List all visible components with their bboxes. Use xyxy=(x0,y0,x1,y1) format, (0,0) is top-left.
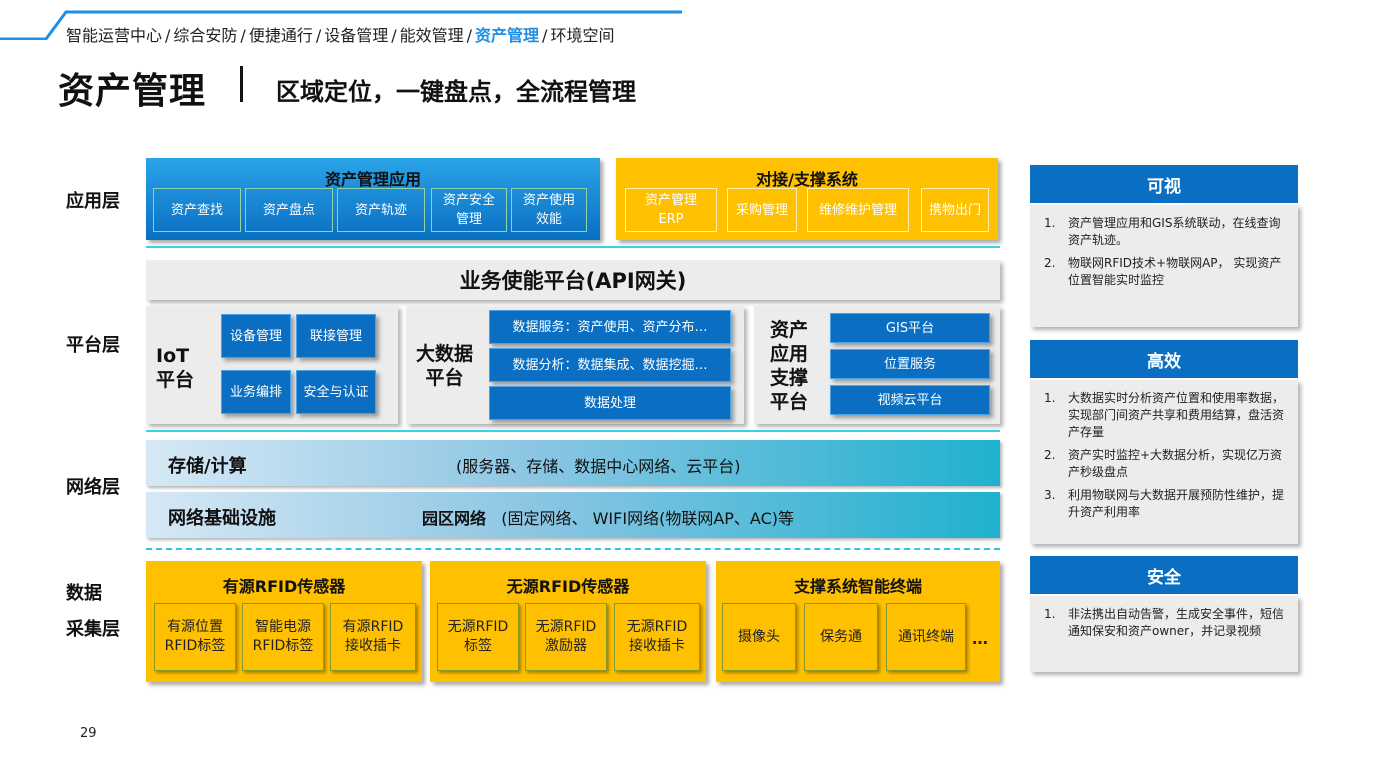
layer-label-data-line1: 数据 xyxy=(66,583,102,604)
bigdata-data-analysis[interactable]: 数据分析：数据集成、数据挖掘… xyxy=(489,348,731,382)
feature-visible-point: 2.物联网RFID技术+物联网AP， 实现资产位置智能实时监控 xyxy=(1044,256,1282,287)
terminals-more: … xyxy=(972,629,988,648)
iot-connection-mgmt[interactable]: 联接管理 xyxy=(296,314,376,358)
page-subtitle: 区域定位，一键盘点，全流程管理 xyxy=(276,78,636,106)
feature-efficient-header: 高效 xyxy=(1030,340,1298,378)
active-rfid-panel: 有源RFID传感器 有源位置 RFID标签 智能电源 RFID标签 有源RFID… xyxy=(146,561,422,682)
app-item-security[interactable]: 资产安全 管理 xyxy=(431,188,507,232)
breadcrumb-item[interactable]: 环境空间 xyxy=(550,26,615,45)
breadcrumb-item-active[interactable]: 资产管理 xyxy=(475,26,540,45)
asset-support-gis[interactable]: GIS平台 xyxy=(830,313,990,343)
app-item-efficiency[interactable]: 资产使用 效能 xyxy=(511,188,587,232)
feature-efficient-point: 2.资产实时监控+大数据分析，实现亿万资产秒级盘点 xyxy=(1044,448,1283,479)
bigdata-data-processing[interactable]: 数据处理 xyxy=(489,386,731,420)
storage-compute-title: 存储/计算 xyxy=(168,456,247,477)
bigdata-platform-panel: 大数据 平台 数据服务：资产使用、资产分布… 数据分析：数据集成、数据挖掘… 数… xyxy=(406,306,744,424)
page-number: 29 xyxy=(80,726,97,741)
iot-platform-title: IoT 平台 xyxy=(156,345,195,391)
asset-support-platform-title: 资产 应用 支撑 平台 xyxy=(770,319,809,413)
breadcrumb-separator: / xyxy=(391,26,397,45)
asset-app-panel: 资产管理应用 资产查找 资产盘点 资产轨迹 资产安全 管理 资产使用 效能 xyxy=(146,158,600,240)
title-divider xyxy=(240,66,243,102)
app-item-inventory[interactable]: 资产盘点 xyxy=(245,188,333,232)
passive-rfid-receiver-card[interactable]: 无源RFID 接收插卡 xyxy=(614,603,700,671)
asset-support-platform-panel: 资产 应用 支撑 平台 GIS平台 位置服务 视频云平台 xyxy=(754,306,1000,424)
api-gateway-label: 业务使能平台(API网关) xyxy=(459,269,687,293)
storage-compute-bar: 存储/计算 (服务器、存储、数据中心网络、云平台) xyxy=(146,440,1000,486)
feature-secure-body: 1.非法携出自动告警，生成安全事件，短信通知保安和资产owner，并记录视频 xyxy=(1030,596,1298,672)
breadcrumb: 智能运营中心/综合安防/便捷通行/设备管理/能效管理/资产管理/环境空间 xyxy=(66,22,614,46)
active-rfid-power-tag[interactable]: 智能电源 RFID标签 xyxy=(242,603,324,671)
asset-support-location[interactable]: 位置服务 xyxy=(830,349,990,379)
terminal-comm-device[interactable]: 通讯终端 xyxy=(886,603,966,671)
active-rfid-receiver-card[interactable]: 有源RFID 接收插卡 xyxy=(330,603,416,671)
breadcrumb-separator: / xyxy=(542,26,548,45)
breadcrumb-separator: / xyxy=(165,26,171,45)
feature-efficient-point: 1.大数据实时分析资产位置和使用率数据， 实现部门间资产共享和费用结算，盘活资产… xyxy=(1044,391,1285,439)
feature-visible-point: 1.资产管理应用和GIS系统联动，在线查询资产轨迹。 xyxy=(1044,216,1281,247)
asset-app-title: 资产管理应用 xyxy=(324,170,421,189)
support-item-erp[interactable]: 资产管理 ERP xyxy=(625,188,717,232)
support-item-carry-out[interactable]: 携物出门 xyxy=(921,188,989,232)
support-system-panel: 对接/支撑系统 资产管理 ERP 采购管理 维修维护管理 携物出门 xyxy=(616,158,998,240)
breadcrumb-separator: / xyxy=(466,26,473,45)
bigdata-data-service[interactable]: 数据服务：资产使用、资产分布… xyxy=(489,310,731,344)
campus-network-label: 园区网络 xyxy=(422,509,487,528)
bigdata-platform-title: 大数据 平台 xyxy=(416,343,474,389)
platform-layer-separator xyxy=(146,430,1000,432)
terminals-title: 支撑系统智能终端 xyxy=(793,577,922,596)
header-decoration-line xyxy=(0,10,682,40)
breadcrumb-item[interactable]: 便捷通行 xyxy=(248,26,313,45)
passive-rfid-panel: 无源RFID传感器 无源RFID 标签 无源RFID 激励器 无源RFID 接收… xyxy=(430,561,706,682)
iot-platform-panel: IoT 平台 设备管理 联接管理 业务编排 安全与认证 xyxy=(146,306,398,424)
terminal-security-device[interactable]: 保务通 xyxy=(804,603,878,671)
storage-compute-desc: (服务器、存储、数据中心网络、云平台) xyxy=(456,457,741,476)
feature-secure-header: 安全 xyxy=(1030,556,1298,594)
feature-visible-body: 1.资产管理应用和GIS系统联动，在线查询资产轨迹。 2.物联网RFID技术+物… xyxy=(1030,205,1298,327)
breadcrumb-item[interactable]: 设备管理 xyxy=(324,26,389,45)
support-system-title: 对接/支撑系统 xyxy=(756,170,858,189)
campus-network-detail: (固定网络、 WIFI网络(物联网AP、AC)等 xyxy=(501,509,794,528)
iot-device-mgmt[interactable]: 设备管理 xyxy=(221,314,291,358)
passive-rfid-tag[interactable]: 无源RFID 标签 xyxy=(437,603,519,671)
app-item-track[interactable]: 资产轨迹 xyxy=(337,188,425,232)
feature-efficient-point: 3.利用物联网与大数据开展预防性维护，提升资产利用率 xyxy=(1044,488,1285,519)
iot-orchestration[interactable]: 业务编排 xyxy=(221,370,291,414)
passive-rfid-exciter[interactable]: 无源RFID 激励器 xyxy=(525,603,607,671)
layer-label-data-line2: 采集层 xyxy=(66,619,120,640)
app-layer-separator xyxy=(146,246,1000,248)
passive-rfid-title: 无源RFID传感器 xyxy=(506,577,630,596)
layer-label-network: 网络层 xyxy=(66,477,120,498)
network-infra-bar: 网络基础设施 园区网络 (固定网络、 WIFI网络(物联网AP、AC)等 xyxy=(146,492,1000,538)
layer-label-platform: 平台层 xyxy=(66,335,120,356)
api-gateway-bar: 业务使能平台(API网关) xyxy=(146,260,1000,300)
terminal-camera[interactable]: 摄像头 xyxy=(722,603,796,671)
breadcrumb-item[interactable]: 综合安防 xyxy=(173,26,238,45)
layer-label-application: 应用层 xyxy=(66,191,120,212)
asset-support-video-cloud[interactable]: 视频云平台 xyxy=(830,385,990,415)
feature-secure-point: 1.非法携出自动告警，生成安全事件，短信通知保安和资产owner，并记录视频 xyxy=(1044,607,1285,638)
breadcrumb-item[interactable]: 能效管理 xyxy=(399,26,464,45)
support-item-procurement[interactable]: 采购管理 xyxy=(727,188,797,232)
active-rfid-position-tag[interactable]: 有源位置 RFID标签 xyxy=(154,603,236,671)
feature-visible-header: 可视 xyxy=(1030,165,1298,203)
active-rfid-title: 有源RFID传感器 xyxy=(222,577,346,596)
feature-efficient-body: 1.大数据实时分析资产位置和使用率数据， 实现部门间资产共享和费用结算，盘活资产… xyxy=(1030,380,1298,544)
breadcrumb-separator: / xyxy=(240,26,246,45)
network-layer-separator xyxy=(146,548,1000,550)
breadcrumb-separator: / xyxy=(315,26,322,45)
app-item-find[interactable]: 资产查找 xyxy=(153,188,241,232)
support-item-maintenance[interactable]: 维修维护管理 xyxy=(807,188,909,232)
iot-security-auth[interactable]: 安全与认证 xyxy=(296,370,376,414)
network-infra-title: 网络基础设施 xyxy=(168,508,276,529)
network-infra-desc: 园区网络 (固定网络、 WIFI网络(物联网AP、AC)等 xyxy=(422,505,794,529)
terminals-panel: 支撑系统智能终端 摄像头 保务通 通讯终端 … xyxy=(716,561,1000,682)
page-title: 资产管理 xyxy=(58,71,207,112)
breadcrumb-item[interactable]: 智能运营中心 xyxy=(66,26,163,45)
